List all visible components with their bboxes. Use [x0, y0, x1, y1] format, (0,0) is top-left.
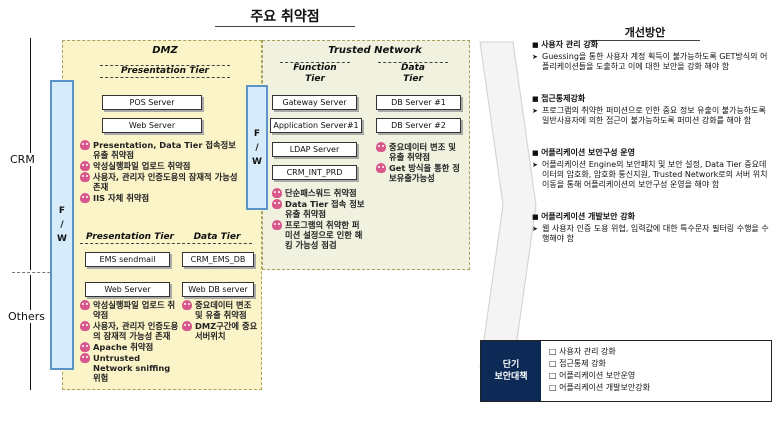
short-term-item: □ 접근통제 강화: [549, 359, 606, 368]
data-tier-label-top: Data Tier: [378, 62, 448, 85]
improvement-section: 사용자 관리 강화 Guessing을 통한 사용자 계정 획득이 불가능하도록…: [532, 40, 770, 72]
skull-icon: [182, 321, 192, 331]
vulnerability-item: 중요데이터 변조 및 유출 취약점: [376, 142, 464, 162]
skull-icon: [272, 199, 282, 209]
short-term-item: □ 사용자 관리 강화: [549, 347, 616, 356]
vulnerability-item: 단순패스워드 취약점: [272, 188, 367, 198]
vulnerability-item: 사용자, 관리자 인증도용의 잠재적 가능성 존재: [80, 172, 245, 192]
vulnerability-item: 사용자, 관리자 인증도용의 잠재적 가능성 존재: [80, 321, 180, 341]
db-server-2: DB Server #2: [376, 118, 461, 133]
function-tier-label: Function Tier: [280, 62, 350, 85]
ems-sendmail-server: EMS sendmail: [85, 252, 170, 267]
dmz-vulnerability-list: Presentation, Data Tier 접속정보 유출 취약점 악성실행…: [80, 140, 245, 204]
vulnerability-item: 악성실행파일 업로드 취약점: [80, 161, 245, 171]
vulnerability-item: 프로그램의 취약한 퍼미션 설정으로 인한 해킹 가능성 점검: [272, 220, 367, 250]
trusted-network-label: Trusted Network: [328, 45, 422, 56]
vulnerability-item: 악성실행파일 업로드 취약점: [80, 300, 180, 320]
ldap-server: LDAP Server: [272, 142, 357, 157]
skull-icon: [80, 172, 90, 182]
data-tier-label-bottom: Data Tier: [182, 232, 252, 244]
crm-int-prd-server: CRM_INT_PRD: [272, 165, 357, 180]
firewall-left: F / W: [50, 80, 74, 370]
dmz-label: DMZ: [152, 45, 178, 56]
vulnerability-item: Untrusted Network sniffing 위험: [80, 353, 180, 383]
skull-icon: [80, 161, 90, 171]
skull-icon: [80, 140, 90, 150]
others-presentation-vulnerability-list: 악성실행파일 업로드 취약점 사용자, 관리자 인증도용의 잠재적 가능성 존재…: [80, 300, 180, 384]
short-term-box: 단기 보안대책 □ 사용자 관리 강화 □ 접근통제 강화 □ 어플리케이션 보…: [480, 340, 772, 402]
short-term-item: □ 어플리케이션 개발보안강화: [549, 383, 650, 392]
presentation-tier-label-top: Presentation Tier: [100, 65, 230, 78]
vulnerability-item: IIS 자체 취약점: [80, 193, 245, 203]
web-server-others: Web Server: [85, 282, 170, 297]
vulnerability-item: DMZ구간에 중요서버위치: [182, 321, 260, 341]
short-term-label: 단기 보안대책: [481, 341, 541, 401]
improvement-section: 어플리케이션 보안구성 운영 어플리케이션 Engine의 보안패치 및 보안 …: [532, 148, 770, 190]
skull-icon: [182, 300, 192, 310]
data-vulnerability-list: 중요데이터 변조 및 유출 취약점 Get 방식을 통한 정보유출가능성: [376, 142, 464, 184]
short-term-item: □ 어플리케이션 보안운영: [549, 371, 636, 380]
skull-icon: [80, 193, 90, 203]
pos-server: POS Server: [102, 95, 202, 110]
skull-icon: [80, 353, 90, 363]
improvement-title: 개선방안: [590, 24, 700, 41]
presentation-tier-label-bottom: Presentation Tier: [80, 232, 180, 244]
crm-ems-db-server: CRM_EMS_DB: [182, 252, 254, 267]
firewall-middle: F / W: [246, 85, 268, 210]
skull-icon: [376, 142, 386, 152]
chevron-arrow-icon: [479, 41, 537, 369]
vulnerability-item: Apache 취약점: [80, 342, 180, 352]
others-axis-line: [30, 275, 31, 390]
vulnerability-item: Presentation, Data Tier 접속정보 유출 취약점: [80, 140, 245, 160]
gateway-server: Gateway Server: [272, 95, 357, 110]
skull-icon: [80, 321, 90, 331]
web-db-server: Web DB server: [182, 282, 254, 297]
improvement-section: 어플리케이션 개발보안 강화 웹 사용자 인증 도용 위협, 입력값에 대한 특…: [532, 212, 770, 244]
vulnerability-item: Get 방식을 통한 정보유출가능성: [376, 163, 464, 183]
vulnerability-item: 중요데이터 변조 및 유출 취약점: [182, 300, 260, 320]
application-server-1: Application Server#1: [270, 118, 362, 133]
skull-icon: [376, 163, 386, 173]
skull-icon: [80, 342, 90, 352]
diagram-title: 주요 취약점: [215, 6, 355, 27]
skull-icon: [272, 220, 282, 230]
others-label: Others: [8, 310, 45, 323]
skull-icon: [272, 188, 282, 198]
function-vulnerability-list: 단순패스워드 취약점 Data Tier 접속 정보 유출 취약점 프로그램의 …: [272, 188, 367, 251]
improvement-section: 접근통제강화 프로그램의 취약한 퍼미션으로 인한 중요 정보 유출이 불가능하…: [532, 94, 770, 126]
web-server-dmz: Web Server: [102, 118, 202, 133]
crm-label: CRM: [10, 153, 35, 166]
vulnerability-item: Data Tier 접속 정보 유출 취약점: [272, 199, 367, 219]
skull-icon: [80, 300, 90, 310]
others-data-vulnerability-list: 중요데이터 변조 및 유출 취약점 DMZ구간에 중요서버위치: [182, 300, 260, 342]
db-server-1: DB Server #1: [376, 95, 461, 110]
